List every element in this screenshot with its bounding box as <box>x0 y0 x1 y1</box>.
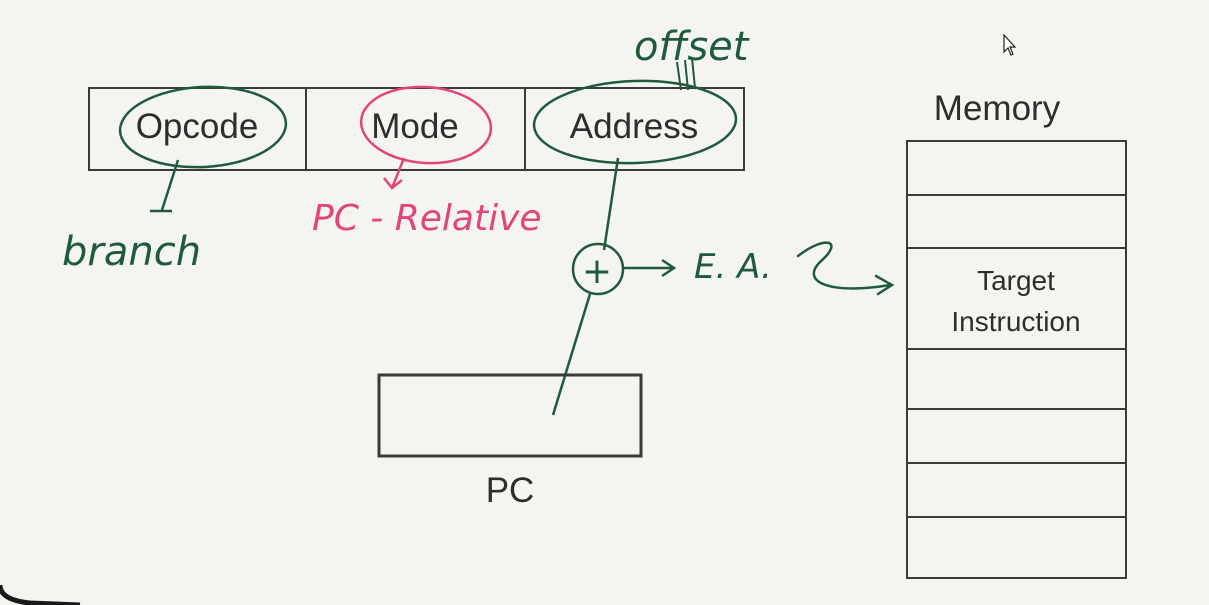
pc-relative-annotation: PC - Relative <box>312 198 542 239</box>
branch-annotation: branch <box>62 229 201 275</box>
pc-label: PC <box>486 471 535 510</box>
adder-plus: + <box>582 251 612 292</box>
pc-register-box <box>377 373 643 458</box>
memory-title: Memory <box>934 89 1061 128</box>
offset-pointer-strokes <box>676 57 696 91</box>
opcode-arrow <box>150 159 180 213</box>
target-instruction-line-1: Target <box>977 265 1055 296</box>
memory-block: Memory Target Instruction <box>906 89 1127 579</box>
address-to-adder-line <box>602 157 620 251</box>
address-field-label: Address <box>570 107 698 146</box>
ea-to-memory-arrow <box>796 241 895 296</box>
effective-address-annotation: E. A. <box>694 247 772 287</box>
frame-corner <box>0 584 81 605</box>
mode-arrow <box>383 157 406 190</box>
opcode-field-label: Opcode <box>136 107 259 146</box>
adder-circle <box>571 242 625 296</box>
pc-to-adder-line <box>551 293 592 416</box>
address-circle <box>532 79 738 165</box>
adder-output-arrow <box>624 258 677 278</box>
mouse-cursor-icon <box>1003 33 1017 56</box>
mode-field-label: Mode <box>371 107 459 146</box>
instruction-format: Opcode Mode Address <box>88 87 745 171</box>
target-instruction-line-2: Instruction <box>951 306 1080 337</box>
opcode-circle <box>118 85 288 169</box>
memory-outline <box>906 140 1127 579</box>
mode-circle <box>359 85 493 165</box>
